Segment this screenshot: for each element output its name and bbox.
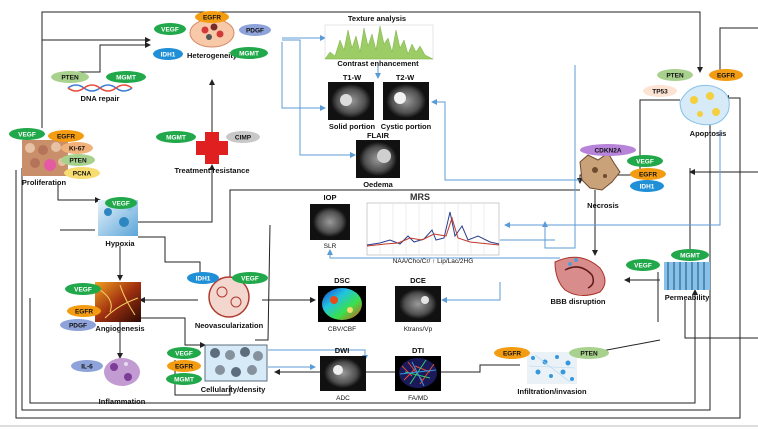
dwi-label: DWI: [335, 346, 350, 355]
nec-vegf-marker: VEGF: [636, 159, 654, 166]
texture-analysis-label: Texture analysis: [348, 14, 406, 23]
het-vegf-marker: VEGF: [161, 27, 179, 34]
connector-lines: [15, 11, 758, 419]
iop-label: IOP: [324, 193, 337, 202]
pro-ki67-marker: Ki-67: [69, 146, 85, 153]
hyp-vegf-marker: VEGF: [112, 201, 130, 208]
cellularity-label: Cellularity/density: [201, 385, 266, 394]
het-mgmt-marker: MGMT: [239, 51, 259, 58]
pro-pten-marker: PTEN: [69, 158, 87, 165]
ang-vegf-marker: VEGF: [74, 287, 92, 294]
apo-egfr-marker: EGFR: [717, 73, 735, 80]
het-egfr-marker: EGFR: [203, 15, 221, 22]
necrosis-label: Necrosis: [587, 201, 619, 210]
het-pdgf-marker: PDGF: [246, 28, 264, 35]
oedema-label: Oedema: [363, 180, 393, 189]
treatment-resistance-label: Treatment resistance: [174, 166, 249, 175]
infl-egfr-marker: EGFR: [503, 351, 521, 358]
iop-image: IOP SLR: [310, 193, 350, 250]
dti-image: DTI FA/MD: [395, 346, 441, 402]
flair-image: FLAIR Oedema: [356, 131, 400, 189]
t2w-label: T2-W: [396, 73, 415, 82]
texture-analysis-panel: Texture analysis Contrast enhancement: [324, 14, 434, 68]
solid-portion-label: Solid portion: [329, 122, 376, 131]
cel-mgmt-marker: MGMT: [174, 377, 194, 384]
neo-idh1-marker: IDH1: [196, 276, 211, 283]
hypoxia-label: Hypoxia: [105, 239, 135, 248]
cellularity-node: Cellularity/density VEGF EGFR MGMT: [166, 344, 268, 394]
pro-vegf-marker: VEGF: [18, 132, 36, 139]
inf-il6-marker: IL-6: [81, 364, 93, 371]
t1w-image: T1-W Solid portion: [328, 73, 376, 131]
nec-egfr-marker: EGFR: [639, 172, 657, 179]
dsc-label: DSC: [334, 276, 350, 285]
bbb-label: BBB disruption: [551, 297, 606, 306]
dti-label: DTI: [412, 346, 424, 355]
heterogeneity-node: Heterogeneity VEGF EGFR PDGF IDH1 MGMT: [153, 11, 271, 60]
infiltration-node: Infiltration/invasion EGFR PTEN: [494, 347, 609, 396]
neovascularization-node: Neovascularization IDH1 VEGF: [187, 272, 268, 330]
angiogenesis-node: Angiogenesis VEGF EGFR PDGF: [60, 282, 145, 333]
permeability-node: Permeability MGMT VEGF: [626, 249, 710, 302]
neovascularization-label: Neovascularization: [195, 321, 264, 330]
permeability-label: Permeability: [665, 293, 710, 302]
cel-vegf-marker: VEGF: [175, 351, 193, 358]
inflammation-node: Inflammation IL-6: [71, 358, 146, 406]
bbb-disruption-node: BBB disruption: [551, 256, 606, 306]
treatment-resistance-node: Treatment resistance MGMT CIMP: [156, 131, 260, 175]
ktrans-label: Ktrans/Vp: [404, 326, 433, 333]
mrs-label: MRS: [410, 192, 430, 202]
t2w-image: T2-W Cystic portion: [381, 73, 432, 131]
nec-cdkn2a-marker: CDKN2A: [594, 148, 621, 155]
cbv-label: CBV/CBF: [328, 326, 356, 333]
proliferation-label: Proliferation: [22, 178, 67, 187]
ang-egfr-marker: EGFR: [75, 309, 93, 316]
dwi-image: DWI ADC: [320, 346, 366, 402]
neo-vegf-marker: VEGF: [241, 276, 259, 283]
mrs-spectrum: MRS NAA/Cho/Cr/ ↑ Lip/Lac/2HG: [366, 192, 500, 265]
heterogeneity-label: Heterogeneity: [187, 51, 238, 60]
angiogenesis-label: Angiogenesis: [95, 324, 144, 333]
tr-cimp-marker: CIMP: [235, 135, 252, 142]
necrosis-node: Necrosis CDKN2A VEGF EGFR IDH1: [579, 144, 666, 210]
perm-vegf-marker: VEGF: [634, 263, 652, 270]
infl-pten-marker: PTEN: [580, 351, 598, 358]
proliferation-node: Proliferation VEGF EGFR Ki-67 PTEN PCNA: [9, 128, 100, 187]
apo-tp53-marker: TP53: [652, 89, 668, 96]
flair-label: FLAIR: [367, 131, 390, 140]
dsc-image: DSC CBV/CBF: [318, 276, 366, 333]
apoptosis-label: Apoptosis: [690, 129, 727, 138]
inflammation-label: Inflammation: [99, 397, 146, 406]
perm-mgmt-marker: MGMT: [680, 253, 700, 260]
cystic-portion-label: Cystic portion: [381, 122, 432, 131]
dna-repair-node: DNA repair PTEN MGMT: [51, 71, 146, 103]
slr-label: SLR: [324, 243, 337, 250]
adc-label: ADC: [336, 395, 350, 402]
dna-mgmt-marker: MGMT: [116, 75, 136, 82]
pro-egfr-marker: EGFR: [57, 134, 75, 141]
pro-pcna-marker: PCNA: [73, 171, 92, 178]
tr-mgmt-marker: MGMT: [166, 135, 186, 142]
apoptosis-node: Apoptosis PTEN EGFR TP53: [643, 69, 743, 138]
fa-md-label: FA/MD: [408, 395, 428, 402]
hypoxia-node: Hypoxia VEGF: [98, 197, 138, 248]
contrast-enhancement-label: Contrast enhancement: [337, 59, 419, 68]
cel-egfr-marker: EGFR: [175, 364, 193, 371]
nec-idh1-marker: IDH1: [640, 184, 655, 191]
t1w-label: T1-W: [343, 73, 362, 82]
het-idh1-marker: IDH1: [161, 52, 176, 59]
dna-repair-label: DNA repair: [81, 94, 120, 103]
dce-image: DCE Ktrans/Vp: [395, 276, 441, 333]
apo-pten-marker: PTEN: [666, 73, 684, 80]
dce-label: DCE: [410, 276, 426, 285]
dna-pten-marker: PTEN: [61, 75, 79, 82]
ang-pdgf-marker: PDGF: [69, 323, 87, 330]
mrs-metabolites-label: NAA/Cho/Cr/ ↑ Lip/Lac/2HG: [393, 258, 474, 265]
infiltration-label: Infiltration/invasion: [517, 387, 587, 396]
